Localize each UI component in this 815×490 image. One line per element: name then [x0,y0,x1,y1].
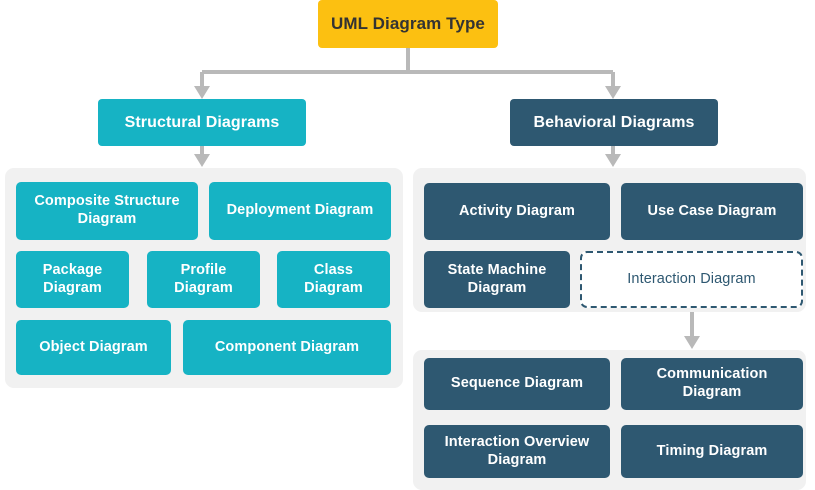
arrowhead-behavioral-panel [605,154,621,167]
node-object-diagram[interactable]: Object Diagram [16,320,171,375]
node-communication-diagram[interactable]: Communication Diagram [621,358,803,410]
node-interaction-diagram[interactable]: Interaction Diagram [580,251,803,308]
node-composite-structure-diagram[interactable]: Composite Structure Diagram [16,182,198,240]
node-deployment-diagram[interactable]: Deployment Diagram [209,182,391,240]
node-timing-diagram[interactable]: Timing Diagram [621,425,803,478]
node-package-diagram[interactable]: Package Diagram [16,251,129,308]
node-uml-diagram-type[interactable]: UML Diagram Type [318,0,498,48]
arrowhead-structural-panel [194,154,210,167]
node-state-machine-diagram[interactable]: State Machine Diagram [424,251,570,308]
arrowhead-behavioral [605,86,621,99]
node-behavioral-diagrams[interactable]: Behavioral Diagrams [510,99,718,146]
node-class-diagram[interactable]: Class Diagram [277,251,390,308]
node-structural-diagrams[interactable]: Structural Diagrams [98,99,306,146]
node-interaction-overview-diagram[interactable]: Interaction Overview Diagram [424,425,610,478]
node-profile-diagram[interactable]: Profile Diagram [147,251,260,308]
node-use-case-diagram[interactable]: Use Case Diagram [621,183,803,240]
arrowhead-structural [194,86,210,99]
arrowhead-interaction-subpanel [684,336,700,349]
node-sequence-diagram[interactable]: Sequence Diagram [424,358,610,410]
node-activity-diagram[interactable]: Activity Diagram [424,183,610,240]
node-component-diagram[interactable]: Component Diagram [183,320,391,375]
